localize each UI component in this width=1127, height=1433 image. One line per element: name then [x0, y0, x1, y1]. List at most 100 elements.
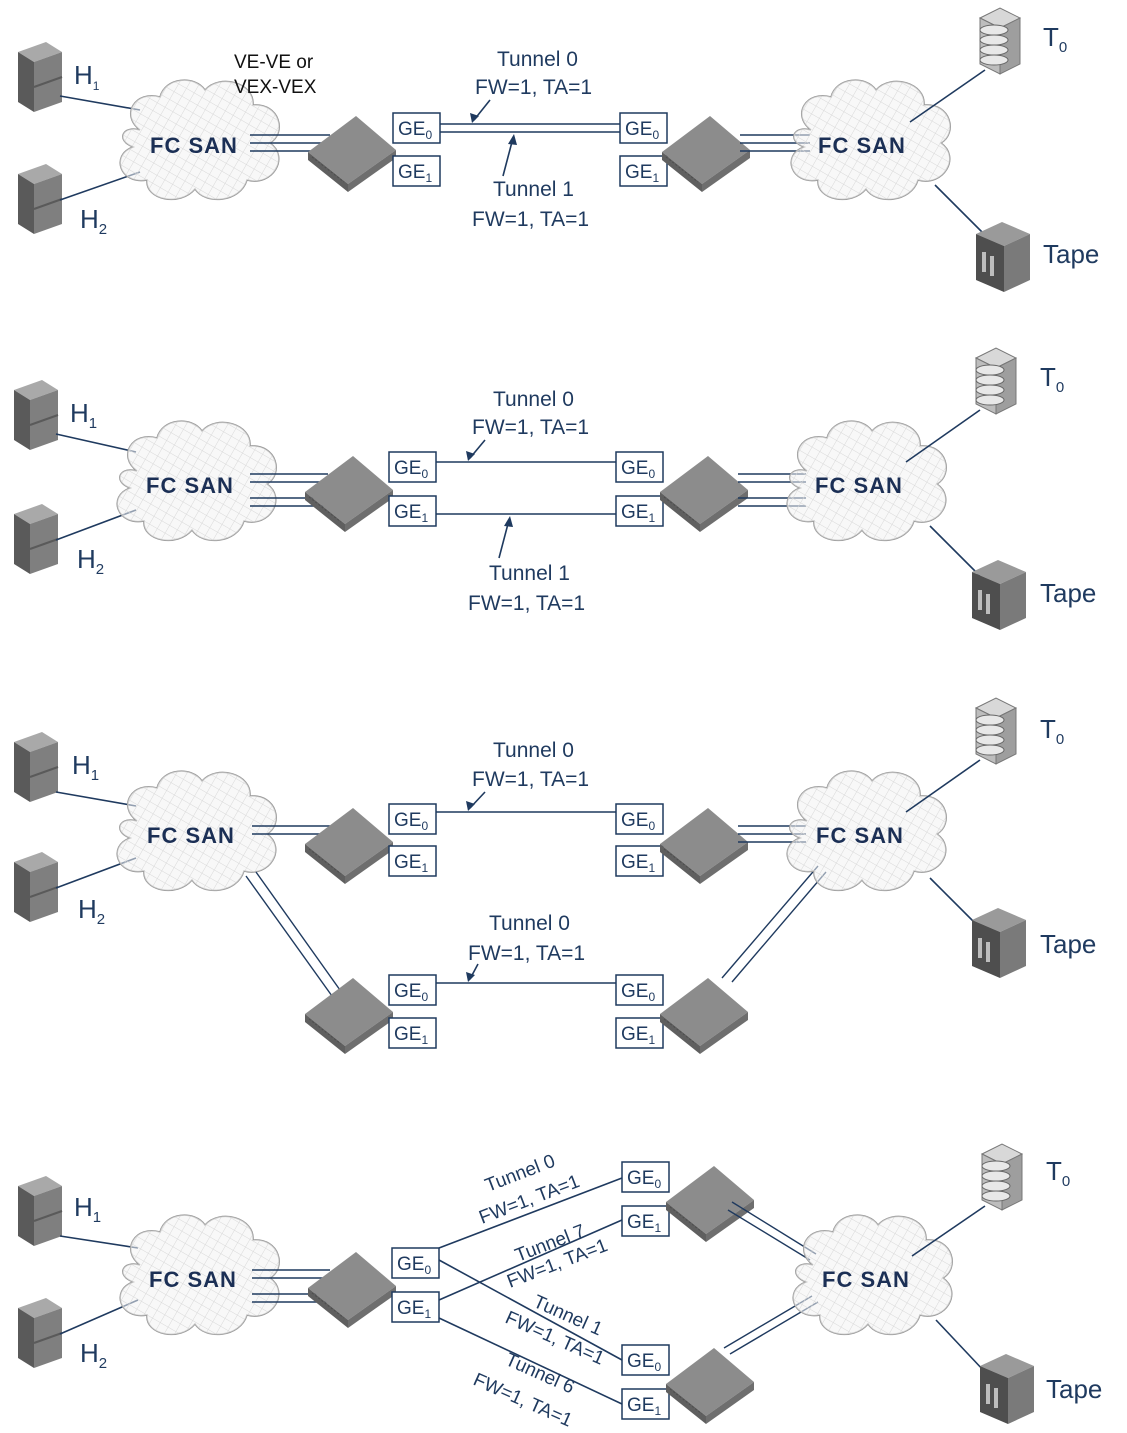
svg-text:H2: H2 — [80, 1338, 107, 1372]
svg-text:H2: H2 — [78, 894, 105, 928]
svg-text:FC SAN: FC SAN — [818, 133, 906, 158]
switch-right — [659, 455, 749, 533]
svg-text:GE0: GE0 — [398, 119, 432, 142]
tunnel1-params: FW=1, TA=1 — [468, 592, 585, 615]
ge0-port-left — [388, 451, 437, 483]
tunnel1-params: FW=1, TA=1 — [472, 208, 589, 231]
svg-text:GE0: GE0 — [621, 981, 655, 1004]
svg-text:FC SAN: FC SAN — [149, 1267, 237, 1292]
switch-left — [304, 455, 394, 533]
svg-text:FC SAN: FC SAN — [147, 823, 235, 848]
svg-text:Tape: Tape — [1040, 929, 1096, 959]
svg-text:T0: T0 — [1040, 714, 1064, 748]
tunnel0-params: FW=1, TA=1 — [472, 416, 589, 439]
ge1-port-right — [619, 155, 668, 187]
svg-text:FC SAN: FC SAN — [815, 473, 903, 498]
tunnel0-upper-params: FW=1, TA=1 — [472, 768, 589, 791]
ge1-port-lower-right — [621, 1388, 670, 1420]
ge1-port-left — [392, 155, 441, 187]
panel-1: H1 H2 FC SAN VE-VE or VEX-VEX GE0 GE1 GE… — [17, 7, 1099, 292]
disk-t0-icon — [981, 1143, 1023, 1211]
ge1-port-left — [388, 495, 437, 527]
host-h2-icon — [13, 503, 59, 575]
svg-text:H1: H1 — [70, 398, 97, 432]
ge0-port-upper-right — [615, 803, 664, 835]
ge1-port-upper-right — [615, 845, 664, 877]
host-h1-icon — [17, 1175, 63, 1247]
svg-text:FC SAN: FC SAN — [816, 823, 904, 848]
ge1-port-upper-right — [621, 1205, 670, 1237]
ge0-port-right — [619, 112, 668, 144]
tape-icon — [976, 222, 1030, 292]
host-h2-icon — [17, 1297, 63, 1369]
svg-text:H1: H1 — [74, 1192, 101, 1226]
host-h1-icon — [13, 379, 59, 451]
ge0-port-upper-left — [388, 803, 437, 835]
disk-t0-icon — [979, 7, 1021, 75]
switch-lower-left — [304, 977, 394, 1055]
svg-text:H1: H1 — [72, 750, 99, 784]
svg-text:GE1: GE1 — [627, 1395, 661, 1418]
svg-text:H2: H2 — [77, 544, 104, 578]
ge1-port-upper-left — [388, 845, 437, 877]
host-h2-icon — [13, 851, 59, 923]
svg-text:GE1: GE1 — [621, 1024, 655, 1047]
svg-text:FC SAN: FC SAN — [822, 1267, 910, 1292]
tunnel0-lower-label: Tunnel 0 — [489, 912, 570, 935]
fc-san-label: FC SAN — [150, 133, 238, 158]
ge1-port-lower-right — [615, 1017, 664, 1049]
svg-text:GE0: GE0 — [394, 810, 428, 833]
svg-text:GE1: GE1 — [625, 162, 659, 185]
tunnel0-params: FW=1, TA=1 — [475, 76, 592, 99]
svg-text:GE0: GE0 — [621, 458, 655, 481]
switch-upper-left — [304, 807, 394, 885]
ge0-port-lower-right — [615, 974, 664, 1006]
switch-left — [307, 115, 397, 193]
tunnel0-lower-params: FW=1, TA=1 — [468, 942, 585, 965]
svg-text:GE0: GE0 — [621, 810, 655, 833]
svg-text:GE0: GE0 — [394, 458, 428, 481]
tunnel0-label: Tunnel 0 — [497, 48, 578, 71]
ve-label-line1: VE-VE or — [234, 52, 314, 73]
ge0-port-lower-right — [621, 1344, 670, 1376]
ge1-port-right — [615, 495, 664, 527]
switch-upper-right — [659, 807, 749, 885]
host-h1-icon — [13, 731, 59, 803]
panel-2: H1 H2 FC SAN GE0 GE1 GE0 GE1 FC SAN Tunn… — [13, 347, 1096, 630]
tape-label: Tape — [1043, 239, 1099, 269]
svg-text:Tape: Tape — [1040, 578, 1096, 608]
ge1-port-left — [391, 1291, 440, 1323]
svg-text:GE1: GE1 — [394, 1024, 428, 1047]
svg-text:GE0: GE0 — [627, 1168, 661, 1191]
svg-text:GE0: GE0 — [625, 119, 659, 142]
switch-lower-right — [659, 977, 749, 1055]
svg-text:GE0: GE0 — [627, 1351, 661, 1374]
svg-text:GE1: GE1 — [621, 852, 655, 875]
tunnel0-upper-label: Tunnel 0 — [493, 739, 574, 762]
h1-label: H1 — [74, 60, 100, 93]
svg-text:T0: T0 — [1046, 1156, 1070, 1190]
tunnel1-label: Tunnel 1 — [493, 178, 574, 201]
ge0-port-lower-left — [388, 974, 437, 1006]
svg-text:GE1: GE1 — [394, 502, 428, 525]
host-h2-icon — [17, 163, 63, 235]
tunnel0-label: Tunnel 0 — [493, 388, 574, 411]
svg-text:GE1: GE1 — [627, 1212, 661, 1235]
host-h1-icon — [17, 41, 63, 113]
svg-text:T0: T0 — [1040, 362, 1064, 396]
switch-upper-right — [665, 1165, 755, 1243]
panel-4: H1 H2 FC SAN GE0 GE1 GE0 GE1 GE0 GE1 — [17, 1143, 1102, 1432]
switch-lower-right — [665, 1347, 755, 1425]
ge0-port-left — [391, 1247, 440, 1279]
svg-text:GE1: GE1 — [397, 1298, 431, 1321]
tunnel1-label: Tunnel 1 — [489, 562, 570, 585]
svg-text:Tape: Tape — [1046, 1374, 1102, 1404]
h2-label: H2 — [80, 204, 107, 238]
ge0-port-upper-right — [621, 1161, 670, 1193]
tape-icon — [972, 908, 1026, 978]
disk-t0-icon — [975, 697, 1017, 765]
switch-right — [661, 115, 751, 193]
svg-text:GE1: GE1 — [394, 852, 428, 875]
svg-text:GE1: GE1 — [398, 162, 432, 185]
